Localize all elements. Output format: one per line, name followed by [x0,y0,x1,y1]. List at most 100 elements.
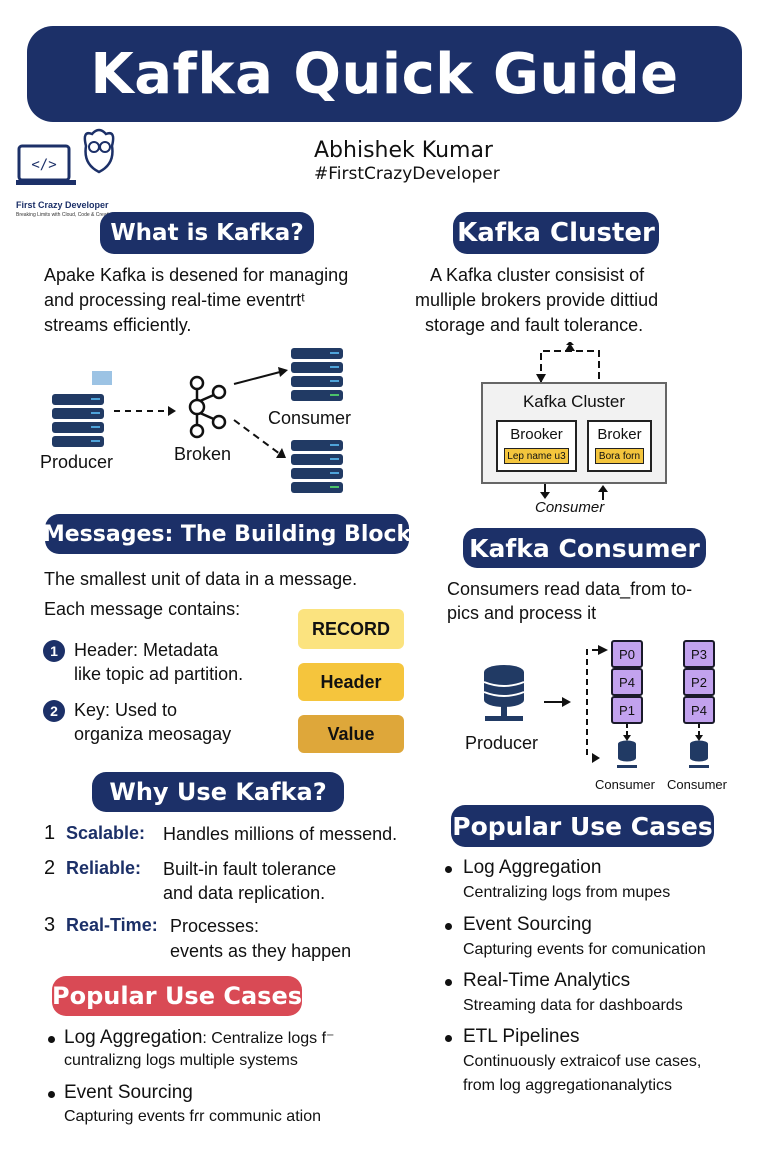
consumer-2-database-icon [689,740,709,768]
use-cases-left-heading: Popular Use Cases [52,976,302,1016]
broker-1-tag: Lep name u3 [504,448,569,464]
use-case-right-1-title: Log Aggregation [463,857,602,878]
cluster-box-title: Kafka Cluster [522,392,626,411]
producer-to-partitions-arrows-icon [544,645,608,763]
producer-database-icon [483,665,525,721]
consumer-line-1: Consumers read data_from to- [447,579,693,599]
message-item-2-line-2: organiza meosagay [74,724,232,744]
cluster-consumer-arrows-icon [540,484,608,500]
kafka-cluster-box: Kafka Cluster Brooker Lep name u3 Broker… [481,382,667,484]
partition-p3: P3 [683,640,715,668]
page-title: Kafka Quick Guide [27,26,742,122]
why-use-kafka-heading: Why Use Kafka? [92,772,344,812]
author-name: Abhishek Kumar [314,138,493,163]
kafka-consumer-heading: Kafka Consumer [463,528,706,568]
messages-contains: Each message contains: [44,599,241,619]
record-tag: RECORD [298,609,404,649]
why-item-2-label: Reliable: [66,858,142,878]
consumer-producer-label: Producer [465,733,539,753]
consumer-line-2: pics and process it [447,603,597,623]
cluster-consumer-label: Consumer [535,499,605,516]
cluster-loop-arrow-icon [536,342,600,383]
broker-label: Broken [174,444,232,464]
consumer-server-icon-bottom [291,440,343,493]
cluster-line-1: A Kafka cluster consisist of [430,265,645,285]
messages-intro: The smallest unit of data in a message. [44,569,358,589]
why-item-2-number: 2 [44,857,56,879]
what-is-line-3: streams efficiently. [44,315,192,335]
use-case-right-3-desc: Streaming data for dashboards [463,997,683,1014]
why-item-3-line-2: events as they happen [170,941,352,961]
consumer-1-database-icon [617,740,637,768]
message-item-1-line-2: like topic ad partition. [74,664,244,684]
broker-2-tag: Bora forn [595,448,644,464]
use-case-left-2-desc: Capturing events fɾr communic ation [64,1108,321,1125]
use-case-right-4-desc: Continuously extraicof use cases, [463,1053,702,1070]
use-case-left-1-title-extra: : Centralize logs f⁻ [202,1030,335,1047]
partition-p4-b: P4 [683,696,715,724]
consumer-1-label: Consumer [595,777,655,792]
why-item-1-text: Handles millions of messend. [163,824,398,844]
producer-server-icon [52,394,104,447]
use-case-right-3-title: Real-Time Analytics [463,970,631,991]
use-case-left-1-title: Log Aggregation: Centralize logs f⁻ [64,1027,334,1049]
what-is-kafka-heading: What is Kafka? [100,212,314,254]
partition-p4: P4 [611,668,643,696]
why-item-3-number: 3 [44,914,56,936]
use-case-right-2-title: Event Sourcing [463,914,592,935]
cluster-line-2: mulliple brokers provide dittiud [415,290,659,310]
why-item-3-line-1: Processes: [170,916,260,936]
use-case-right-1-desc: Centralizing logs from mupes [463,884,671,901]
why-item-2-line-1: Built-in fault tolerance [163,859,337,879]
use-case-right-2-bullet [445,923,452,930]
author-handle: #FirstCrazyDeveloper [314,164,500,184]
use-case-right-1-bullet [445,866,452,873]
partition-down-arrows-icon [623,724,703,741]
logo-name: First Crazy Developer [16,200,109,210]
why-item-1-label: Scalable: [66,823,146,843]
use-case-left-2-title: Event Sourcing [64,1082,193,1103]
why-item-2-line-2: and data replication. [163,883,326,903]
use-case-left-1-bullet [48,1036,55,1043]
message-item-1-line-1: Header: Metadata [74,640,219,660]
use-cases-right-heading: Popular Use Cases [451,805,714,847]
consumer-label: Consumer [268,408,352,428]
arrows-to-consumers-icon [233,367,288,458]
dashed-arrow-icon [114,406,176,416]
producer-label: Producer [40,452,114,472]
use-case-right-4-desc-2: from log aggregationanalytics [463,1077,673,1094]
partition-p0: P0 [611,640,643,668]
what-is-line-1: Apake Kafka is desened for managing [44,265,349,285]
use-case-left-1-desc: cuntralizng logs multiple systems [64,1052,298,1069]
message-square-icon [92,371,112,385]
why-item-1-number: 1 [44,822,56,844]
use-case-right-3-bullet [445,979,452,986]
messages-heading: Messages: The Building Block [43,514,411,554]
message-item-1-number: 1 [43,640,65,662]
broker-2-label: Broker [597,426,642,443]
broker-box-1: Brooker Lep name u3 [496,420,577,472]
use-case-right-4-title: ETL Pipelines [463,1026,580,1047]
broker-box-2: Broker Bora forn [587,420,652,472]
partition-p2: P2 [683,668,715,696]
header-tag: Header [298,663,404,701]
use-case-right-4-bullet [445,1035,452,1042]
what-is-line-2: and processing real-time eventrtᵗ [44,290,306,310]
logo-tagline: Breaking Limits with Cloud, Code & Creat… [16,212,116,218]
message-item-2-line-1: Key: Used to [74,700,178,720]
laptop-owl-icon: </> [16,128,115,185]
use-case-left-2-bullet [48,1091,55,1098]
broker-1-label: Brooker [510,426,563,443]
message-item-2-number: 2 [43,700,65,722]
consumer-server-icon-top [291,348,343,401]
consumer-2-label: Consumer [667,777,727,792]
brand-logo: </> First Crazy Developer Breaking Limit… [16,124,116,224]
kafka-logo-icon [188,375,227,439]
use-case-right-2-desc: Capturing events for comunication [463,941,706,958]
svg-text:</>: </> [31,157,56,173]
partition-p1: P1 [611,696,643,724]
use-case-left-1-title-main: Log Aggregation [64,1027,203,1048]
value-tag: Value [298,715,404,753]
why-item-3-label: Real-Time: [66,915,158,935]
cluster-line-3: storage and fault tolerance. [425,315,644,335]
